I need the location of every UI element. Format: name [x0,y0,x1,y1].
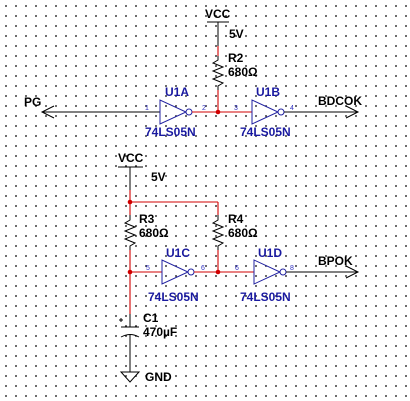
resistor-r4 [211,215,225,250]
u1a-part: 74LS05N [145,125,196,139]
vcc-bottom [118,166,143,190]
u1c-ref: U1C [166,246,190,260]
capacitor-c1 [119,314,140,372]
gnd-label: GND [145,370,172,384]
gate-u1c [161,259,195,285]
u1a-ref: U1A [165,85,189,99]
pg-label: PG [24,95,41,109]
u1c-part: 74LS05N [148,290,199,304]
u1a-pin-in: 1 [145,105,149,112]
r4-ref: R4 [228,212,244,226]
u1d-ref: U1D [258,246,282,260]
vcc-top-label: VCC [205,7,231,21]
u1d-pin-in: 6 [235,265,239,272]
u1b-ref: U1B [256,85,280,99]
vcc-top [207,21,229,46]
vcc-bottom-voltage: 5V [151,170,166,184]
vcc-bottom-label: VCC [118,151,144,165]
c1-value: 470µF [143,325,177,339]
r4-value: 680Ω [228,226,258,240]
u1d-pin-out: 8 [290,265,294,272]
u1c-pin-out: 6 [201,265,205,272]
junction-top [215,109,221,115]
u1b-part: 74LS05N [240,125,291,139]
junction-mid-right [215,269,221,275]
pg-port [40,105,160,119]
c1-ref: C1 [143,311,159,325]
u1d-part: 74LS05N [240,290,291,304]
bdcok-label: BDCOK [318,94,362,108]
r2-ref: R2 [228,51,244,65]
u1b-pin-in: 3 [234,105,238,112]
gate-u1d [253,259,287,285]
gate-u1a [159,99,193,125]
resistor-r3 [123,215,137,250]
r3-value: 680Ω [139,226,169,240]
u1c-pin-in: 5 [146,265,150,272]
bdcok-port [284,105,360,119]
vcc-top-voltage: 5V [229,27,244,41]
gate-u1b [251,99,285,125]
u1b-pin-out: 4 [290,105,294,112]
bpok-port [286,265,360,279]
r3-ref: R3 [139,212,155,226]
r2-value: 680Ω [228,65,258,79]
resistor-r2 [211,56,225,90]
junction-mid-left [127,269,133,275]
ground-symbol [119,371,141,383]
u1a-pin-out: 2 [202,105,206,112]
bpok-label: BPOK [318,254,353,268]
